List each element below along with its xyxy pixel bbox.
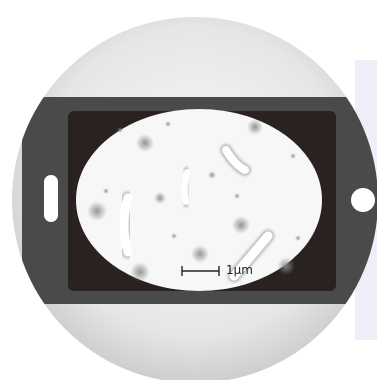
- particle: [295, 235, 301, 241]
- particle: [154, 192, 166, 204]
- rod-cell: [124, 198, 128, 252]
- rod-cell: [185, 172, 187, 202]
- particle: [208, 171, 216, 179]
- particle: [103, 188, 109, 194]
- particle: [234, 193, 240, 199]
- particle: [136, 134, 154, 152]
- particle: [130, 262, 150, 282]
- particle: [117, 127, 123, 133]
- particle: [165, 121, 171, 127]
- pill-button-icon: [44, 175, 58, 222]
- scale-bar-label: 1μm: [226, 263, 253, 277]
- particle: [290, 153, 296, 159]
- particle: [87, 201, 107, 221]
- particle: [277, 257, 295, 275]
- particle: [232, 216, 250, 234]
- particle: [191, 245, 209, 263]
- particle: [247, 119, 263, 135]
- particle: [171, 233, 177, 239]
- circle-camera-icon: [351, 188, 375, 212]
